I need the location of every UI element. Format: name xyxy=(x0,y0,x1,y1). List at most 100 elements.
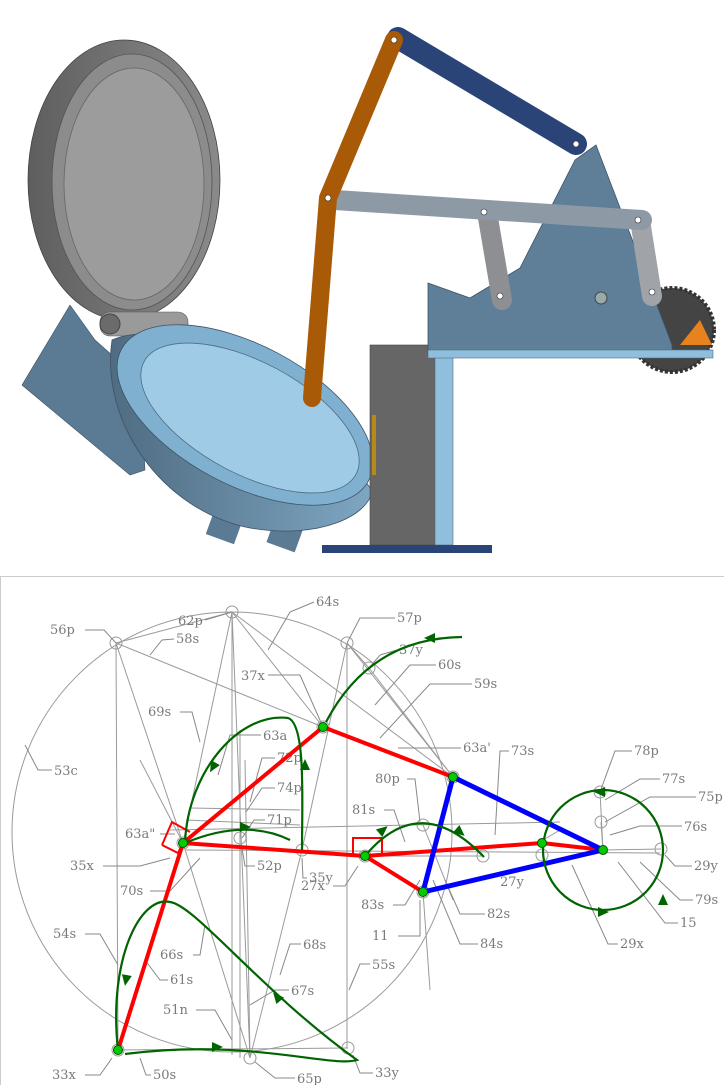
label-11: 11 xyxy=(372,929,389,944)
label-63a: 63a' xyxy=(463,741,491,756)
label-29x: 29x xyxy=(620,937,645,952)
navy-link xyxy=(387,27,587,155)
label-67s: 67s xyxy=(291,984,314,999)
pivot-marker xyxy=(109,636,123,650)
trajectory-path xyxy=(184,828,291,845)
leader-line xyxy=(103,857,171,867)
diagram-labels: 62p64s56p58s57p37y60s59s37x69s53c63a72p7… xyxy=(24,595,723,1085)
construction-line xyxy=(422,891,431,991)
construction-line xyxy=(115,642,184,844)
label-35y: 35y xyxy=(309,871,334,886)
construction-line xyxy=(169,821,561,831)
leader-line xyxy=(254,1061,295,1079)
label-37x: 37x xyxy=(241,669,266,684)
construction-line xyxy=(182,842,251,1059)
label-52p: 52p xyxy=(257,859,282,874)
label-68s: 68s xyxy=(303,938,326,953)
construction-line xyxy=(115,611,233,644)
orange-stop xyxy=(680,320,712,345)
leader-line xyxy=(24,744,52,771)
orange-link xyxy=(303,31,403,407)
label-82s: 82s xyxy=(487,907,510,922)
leader-line xyxy=(217,734,261,776)
label-77s: 77s xyxy=(662,772,685,787)
pivot-marker xyxy=(316,720,330,734)
label-62p: 62p xyxy=(178,614,203,629)
cad-render xyxy=(21,27,716,553)
arrowhead-icon xyxy=(594,787,605,797)
pivot-marker xyxy=(594,815,608,829)
leader-line xyxy=(444,879,485,915)
toilet-bowl xyxy=(110,324,374,553)
label-76s: 76s xyxy=(684,820,707,835)
leader-line xyxy=(599,750,632,793)
construction-line xyxy=(542,829,561,841)
joint-node xyxy=(360,851,370,861)
label-78p: 78p xyxy=(634,744,659,759)
trajectory-path xyxy=(183,716,304,851)
label-54s: 54s xyxy=(53,927,76,942)
leader-line xyxy=(604,778,660,801)
leader-line xyxy=(609,825,682,836)
construction-line xyxy=(189,807,301,811)
leader-line xyxy=(639,861,693,901)
leader-line xyxy=(241,819,265,839)
red-link xyxy=(181,841,367,858)
leader-line xyxy=(604,796,696,823)
label-69s: 69s xyxy=(148,705,171,720)
label-63a: 63a xyxy=(263,729,288,744)
label-63a: 63a" xyxy=(125,827,155,842)
label-29y: 29y xyxy=(694,859,719,874)
label-60s: 60s xyxy=(438,658,461,673)
label-74p: 74p xyxy=(277,781,302,796)
joint-node xyxy=(537,838,547,848)
leader-line xyxy=(617,861,678,924)
arrowhead-icon xyxy=(240,822,251,832)
label-83s: 83s xyxy=(361,898,384,913)
leader-line xyxy=(85,1057,113,1076)
leader-line xyxy=(301,857,307,879)
construction-line xyxy=(602,848,662,851)
horizontal-link xyxy=(325,190,652,230)
arrowhead-icon xyxy=(598,907,609,917)
arrowhead-icon xyxy=(210,760,220,773)
leader-line xyxy=(139,1057,151,1076)
hinge-pin xyxy=(99,313,121,335)
leader-line xyxy=(384,809,406,843)
support-column xyxy=(322,344,492,553)
blue-link xyxy=(420,774,456,895)
leader-line xyxy=(149,638,175,656)
leader-line xyxy=(346,617,395,644)
label-81s: 81s xyxy=(352,803,375,818)
leader-line xyxy=(249,989,289,1006)
leader-line xyxy=(204,611,233,621)
construction-line xyxy=(117,1047,349,1051)
label-64s: 64s xyxy=(316,595,339,610)
label-58s: 58s xyxy=(176,632,199,647)
leader-line xyxy=(494,750,509,836)
label-50s: 50s xyxy=(153,1068,176,1083)
label-57p: 57p xyxy=(397,611,422,626)
leader-line xyxy=(398,900,421,937)
construction-line xyxy=(231,611,324,728)
label-65p: 65p xyxy=(297,1072,322,1085)
pivot-marker xyxy=(476,849,490,863)
pivot-marker xyxy=(362,661,376,675)
leader-line xyxy=(245,787,275,813)
arrowhead-icon xyxy=(375,826,388,838)
joint-node xyxy=(418,887,428,897)
leader-line xyxy=(379,683,472,739)
red-link xyxy=(116,841,185,1052)
leader-line xyxy=(85,933,119,966)
label-59s: 59s xyxy=(474,677,497,692)
pivot-marker xyxy=(654,842,668,856)
joint-node xyxy=(598,845,608,855)
label-33x: 33x xyxy=(52,1068,77,1083)
label-79s: 79s xyxy=(695,893,718,908)
leader-line xyxy=(267,601,315,651)
label-35x: 35x xyxy=(70,859,95,874)
trajectory-path xyxy=(364,822,485,858)
construction-line xyxy=(599,791,604,851)
construction-line xyxy=(249,849,303,1059)
leader-line xyxy=(249,757,275,803)
